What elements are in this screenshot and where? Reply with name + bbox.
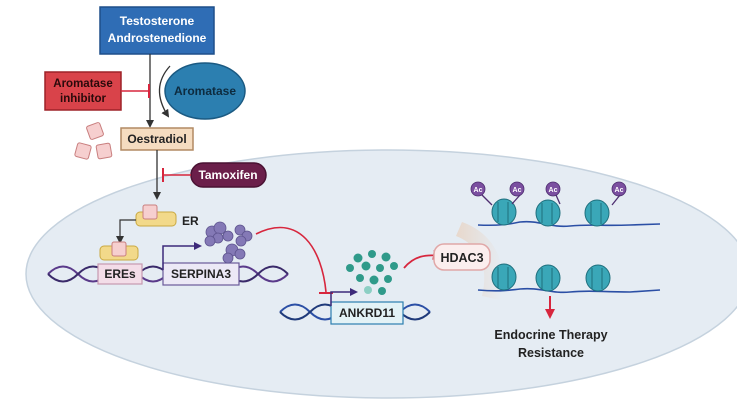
chromatin-acetylated: Ac Ac Ac Ac <box>470 181 661 228</box>
hdac3-shadow <box>456 222 503 300</box>
ac-label: Ac <box>549 187 558 194</box>
inhibitor-label-2: inhibitor <box>60 93 107 105</box>
serpina3-label: SERPINA3 <box>171 267 231 281</box>
serpina3-gene: SERPINA3 <box>162 262 240 286</box>
ankrd11-protein <box>346 250 398 295</box>
serpina3-protein <box>204 221 253 264</box>
substrate-label-2: Androstenedione <box>108 31 207 45</box>
outcome-label-2: Resistance <box>518 346 584 360</box>
ankrd11-transcription-arrow <box>330 288 358 306</box>
ankrd11-gene: ANKRD11 <box>330 301 404 325</box>
substrate-box: Testosterone Androstenedione <box>99 6 215 55</box>
tamoxifen-label: Tamoxifen <box>198 168 257 182</box>
oestradiol-label: Oestradiol <box>127 132 186 146</box>
oestradiol-box: Oestradiol <box>120 127 194 151</box>
eres-label: EREs <box>104 267 136 281</box>
substrate-label-1: Testosterone <box>120 14 195 28</box>
acetyl-tag <box>470 181 627 206</box>
estrogen-receptor: ER <box>135 204 199 228</box>
ere-element: EREs <box>97 241 143 285</box>
inhibitor-tbar <box>121 84 150 98</box>
aromatase-enzyme: Aromatase <box>164 62 246 120</box>
hdac3-enzyme: HDAC3 <box>433 243 491 271</box>
ac-label: Ac <box>474 187 483 194</box>
hdac3-label: HDAC3 <box>440 251 483 265</box>
chromatin-deacetylated <box>477 263 661 294</box>
aromatase-label: Aromatase <box>174 84 236 98</box>
ac-label: Ac <box>615 187 624 194</box>
tamoxifen-tbar <box>162 168 191 182</box>
inhibitor-label-1: Aromatase <box>53 78 112 90</box>
ankrd11-label: ANKRD11 <box>339 306 395 320</box>
er-to-ere-arrow <box>116 219 136 244</box>
aromatase-inhibitor-box: Aromatase inhibitor <box>44 71 122 111</box>
oestradiol-molecules <box>74 122 113 160</box>
outcome-label-1: Endocrine Therapy <box>494 328 607 342</box>
tamoxifen-pill: Tamoxifen <box>190 162 267 188</box>
serpina3-transcription-arrow <box>162 242 202 270</box>
er-label: ER <box>182 214 199 228</box>
aromatase-curve-arrow <box>158 65 171 118</box>
ac-label: Ac <box>513 187 522 194</box>
